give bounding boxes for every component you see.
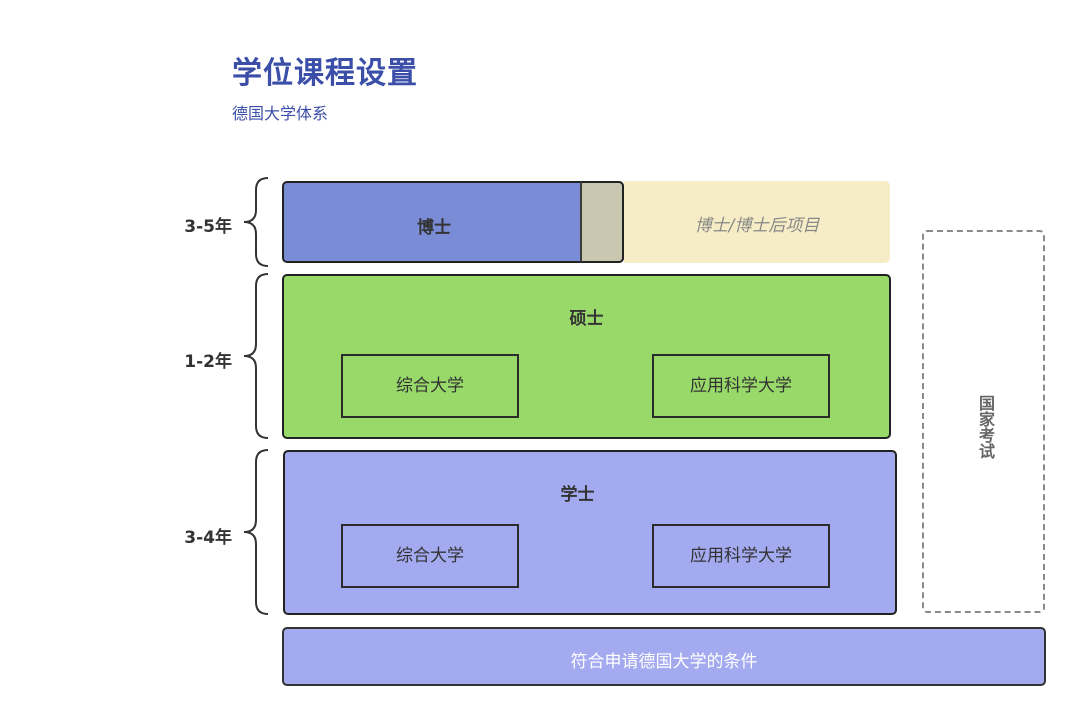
brace-bachelor bbox=[243, 449, 269, 615]
master-applied-university-box: 应用科学大学 bbox=[652, 354, 830, 418]
page-title: 学位课程设置 bbox=[232, 56, 418, 91]
bachelor-label: 学士 bbox=[560, 485, 595, 505]
duration-label-phd: 3-5年 bbox=[184, 217, 232, 237]
state-exam-label: 国家考试 bbox=[976, 395, 995, 459]
admission-requirement-label: 符合申请德国大学的条件 bbox=[570, 652, 758, 672]
master-label: 硕士 bbox=[569, 309, 604, 329]
state-exam-box: 国家考试 bbox=[922, 230, 1045, 613]
bachelor-university-box: 综合大学 bbox=[341, 524, 519, 588]
admission-requirement-box: 符合申请德国大学的条件 bbox=[282, 627, 1046, 686]
duration-label-bachelor: 3-4年 bbox=[184, 528, 232, 548]
bachelor-applied-university-box: 应用科学大学 bbox=[652, 524, 830, 588]
master-box: 硕士 综合大学 应用科学大学 bbox=[282, 274, 891, 439]
master-university-box: 综合大学 bbox=[341, 354, 519, 418]
brace-phd bbox=[243, 177, 269, 267]
phd-box: 博士 bbox=[282, 181, 624, 263]
duration-label-master: 1-2年 bbox=[184, 352, 232, 372]
phd-postdoc-overlap bbox=[580, 181, 624, 263]
page-subtitle: 德国大学体系 bbox=[232, 104, 329, 123]
brace-master bbox=[243, 273, 269, 439]
postdoc-program-label: 博士/博士后项目 bbox=[694, 216, 820, 236]
postdoc-program-box: 博士/博士后项目 bbox=[624, 181, 890, 263]
bachelor-box: 学士 综合大学 应用科学大学 bbox=[283, 450, 897, 615]
phd-label: 博士 bbox=[417, 218, 451, 238]
